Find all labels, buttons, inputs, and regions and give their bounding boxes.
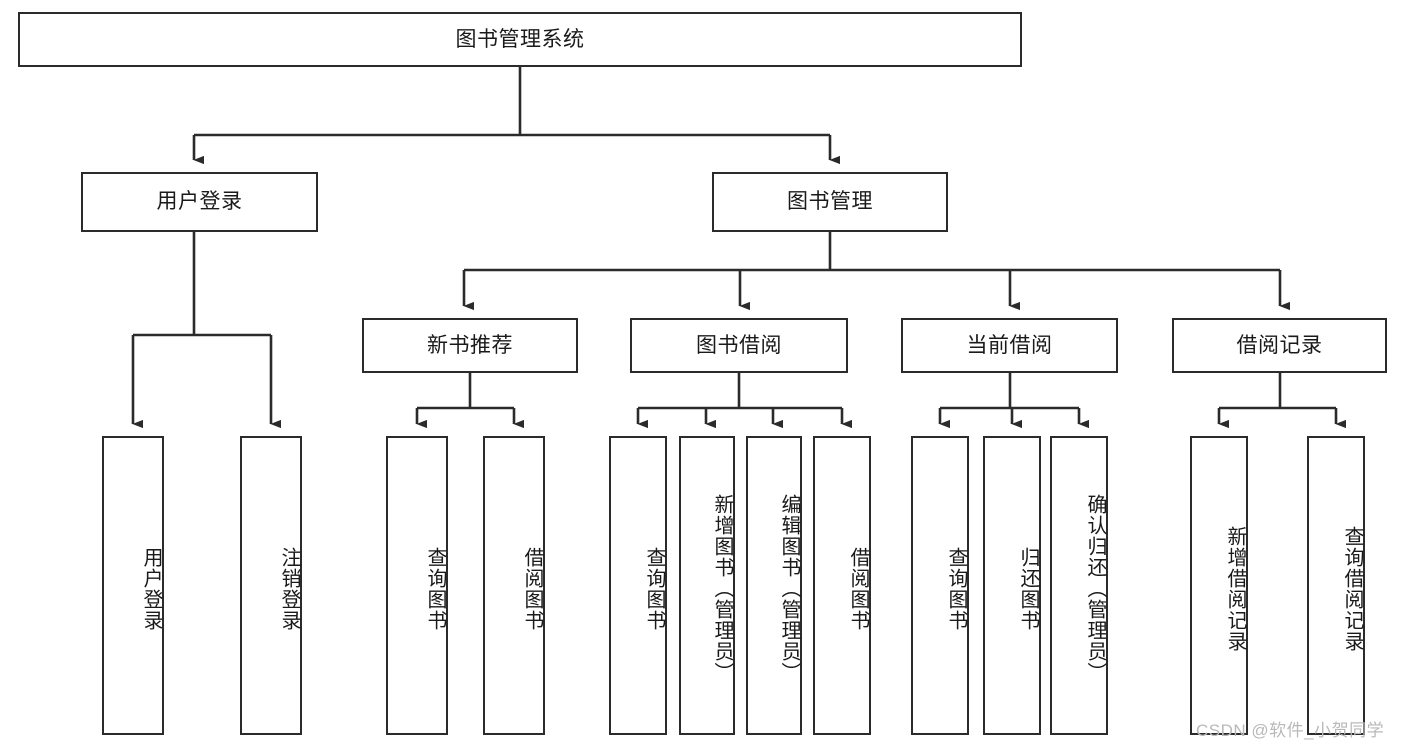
- leaf-user-login[interactable]: 用户登录: [102, 436, 164, 735]
- node-current-borrow[interactable]: 当前借阅: [901, 318, 1118, 373]
- leaf-query-book-borrow[interactable]: 查询图书: [609, 436, 667, 735]
- leaf-return-book[interactable]: 归还图书: [983, 436, 1041, 735]
- node-user-login[interactable]: 用户登录: [81, 172, 318, 232]
- node-book-manage[interactable]: 图书管理: [712, 172, 948, 232]
- leaf-add-borrow-record[interactable]: 新增借阅记录: [1190, 436, 1248, 735]
- csdn-watermark: CSDN @软件_小贺同学: [1196, 721, 1385, 740]
- leaf-query-book-recommend[interactable]: 查询图书: [386, 436, 448, 735]
- leaf-confirm-return-admin[interactable]: 确认归还（管理员）: [1050, 436, 1108, 735]
- leaf-borrow-book-recommend[interactable]: 借阅图书: [483, 436, 545, 735]
- leaf-borrow-book-borrow[interactable]: 借阅图书: [813, 436, 871, 735]
- node-book-borrow[interactable]: 图书借阅: [630, 318, 848, 373]
- leaf-add-book-admin[interactable]: 新增图书（管理员）: [679, 436, 735, 735]
- node-root[interactable]: 图书管理系统: [18, 12, 1022, 67]
- leaf-query-book-current[interactable]: 查询图书: [911, 436, 969, 735]
- leaf-edit-book-admin[interactable]: 编辑图书（管理员）: [746, 436, 802, 735]
- leaf-logout-login[interactable]: 注销登录: [240, 436, 302, 735]
- node-borrow-record[interactable]: 借阅记录: [1172, 318, 1387, 373]
- node-new-book-recommend[interactable]: 新书推荐: [362, 318, 578, 373]
- leaf-query-borrow-record[interactable]: 查询借阅记录: [1307, 436, 1365, 735]
